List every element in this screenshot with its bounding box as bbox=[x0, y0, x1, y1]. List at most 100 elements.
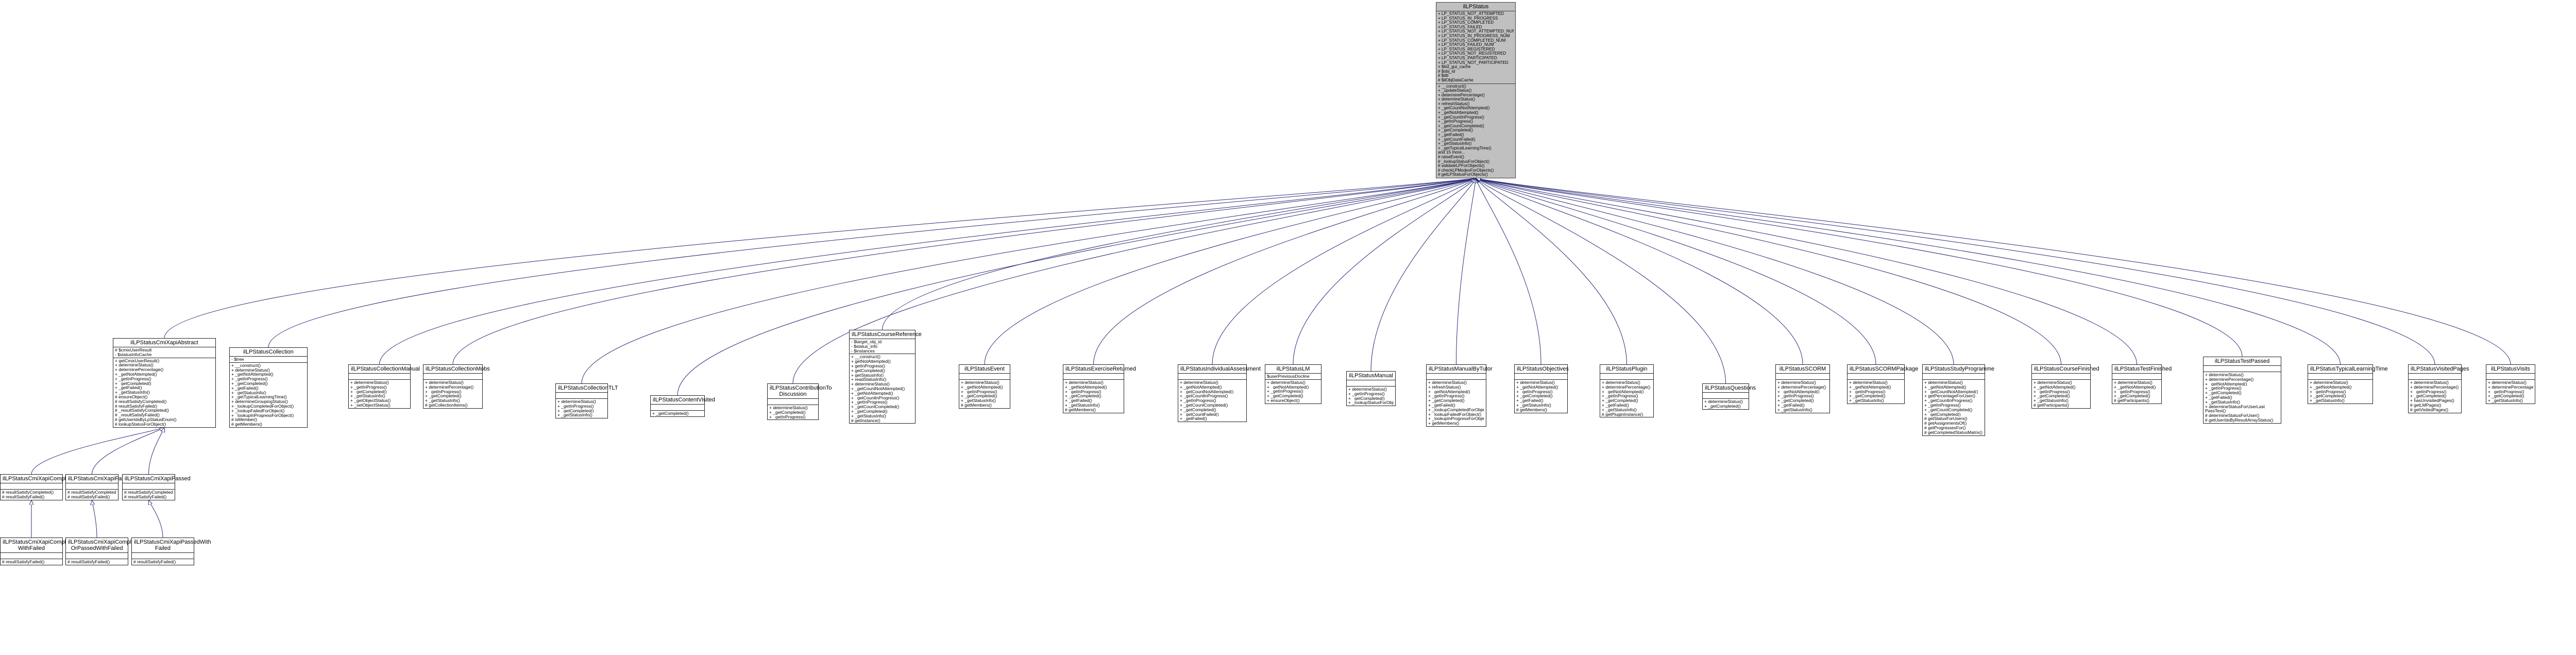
methods-item: + _getStatusInfo() bbox=[1065, 402, 1100, 408]
class-box-objectives[interactable]: ilLPStatusObjectives+ determineStatus()+… bbox=[1514, 364, 1569, 413]
class-box-testfinished[interactable]: ilLPStatusTestFinished+ determineStatus(… bbox=[2112, 364, 2172, 404]
methods: + determineStatus()+ _getNotAttempted()+… bbox=[959, 380, 1010, 408]
methods: + determineStatus()+ _getInProgress()+ _… bbox=[1347, 387, 1395, 406]
methods-item: + _lookupStatusForObject() bbox=[1348, 400, 1394, 406]
attributes bbox=[1923, 374, 1985, 380]
class-name: ilLPStatusCmiXapiAbstract bbox=[113, 339, 215, 347]
class-box-manualtutor[interactable]: ilLPStatusManualByTutor+ determineStatus… bbox=[1426, 364, 1493, 427]
attributes-item: # $obj_id bbox=[1438, 69, 1455, 74]
methods-item: + _getObjectStatus() bbox=[350, 398, 391, 403]
attributes-item: - $status_info bbox=[851, 344, 878, 349]
methods-item: + _getNotAttempted() bbox=[1267, 384, 1309, 390]
class-box-collection[interactable]: ilLPStatusCollection- $tree+ __construct… bbox=[229, 347, 308, 428]
methods-item: + _getCountNotAttempted() bbox=[1924, 389, 1978, 394]
class-box-lm[interactable]: ilLPStatusLM$userPreviousDocline+ determ… bbox=[1265, 364, 1321, 404]
methods-item: + _getInProgress() bbox=[1777, 394, 1814, 399]
methods-item: + _getCountNotAttempted() bbox=[851, 386, 905, 391]
methods-item: + _getFailed() bbox=[1065, 398, 1092, 403]
methods-item: + _getStatusInfo() bbox=[851, 413, 886, 418]
class-box-plugin[interactable]: ilLPStatusPlugin+ determineStatus()+ det… bbox=[1600, 364, 1654, 418]
methods-item: + _getCompleted() bbox=[557, 408, 594, 413]
methods-item: + determinePercentage() bbox=[1777, 384, 1826, 390]
methods-item: + _getCountInProgress() bbox=[851, 395, 900, 400]
attributes-item: # $db bbox=[1438, 74, 1449, 78]
methods-item: + _lookupInProgressForObject() bbox=[1428, 416, 1484, 422]
class-box-questions[interactable]: ilLPStatusQuestions+ determineStatus()+ … bbox=[1702, 383, 1756, 410]
attributes bbox=[66, 553, 128, 559]
methods-item: + _getInProgress() bbox=[1849, 389, 1886, 394]
attributes-item: # $cmixUserResult bbox=[115, 348, 152, 352]
methods-item: # getMembers() bbox=[231, 422, 262, 427]
methods-item: + getCmixUserResult() bbox=[115, 358, 160, 363]
class-box-contvisited[interactable]: ilLPStatusContentVisited+ _getCompleted(… bbox=[650, 395, 715, 417]
methods-item: + ensureObject() bbox=[1267, 398, 1300, 403]
class-box-coursefinished[interactable]: ilLPStatusCourseFinished+ determineStatu… bbox=[2031, 364, 2099, 409]
class-box-scormpackage[interactable]: ilLPStatusSCORMPackage + determineStatus(… bbox=[1847, 364, 1918, 404]
methods-item: # _resultSatisfyFailed() bbox=[115, 413, 160, 417]
class-box-cmixfailed[interactable]: ilLPStatusCmiXapiFailed# resultSatisfyCo… bbox=[65, 474, 130, 500]
class-box-courseref[interactable]: ilLPStatusCourseReference- $target_obj_i… bbox=[849, 330, 922, 424]
class-box-cmixapi[interactable]: ilLPStatusCmiXapiAbstract# $cmixUserResu… bbox=[113, 338, 216, 428]
class-box-testpassed[interactable]: ilLPStatusTestPassed+ determineStatus()+… bbox=[2203, 357, 2281, 424]
methods-item: + determineStatus() bbox=[1267, 380, 1306, 385]
methods: + determineStatus()+ _getNotAttempted()+… bbox=[1063, 380, 1124, 413]
attributes bbox=[1848, 374, 1904, 380]
methods: # resultSatisfyCompleted()# resultSatisf… bbox=[66, 490, 118, 500]
class-box-collmanual[interactable]: ilLPStatusCollectionManual+ determineSta… bbox=[348, 364, 420, 409]
attributes bbox=[2486, 374, 2535, 380]
methods-item: + _getCompleted() bbox=[2410, 394, 2447, 399]
class-name: ilLPStatusSCORMPackage bbox=[1848, 365, 1918, 374]
attributes bbox=[1, 553, 62, 559]
methods-item: + _getCompleted() bbox=[1267, 394, 1303, 398]
methods-item: + _getCompleted() bbox=[1516, 394, 1553, 399]
class-box-collmobs[interactable]: ilLPStatusCollectionMobs+ determineStatu… bbox=[423, 364, 490, 409]
methods-item: + _getCompleted() bbox=[769, 410, 806, 415]
methods-item: + determineStatus() bbox=[1602, 380, 1640, 385]
class-name: ilLPStatusVisits bbox=[2486, 365, 2535, 374]
class-box-manual[interactable]: ilLPStatusManual+ determineStatus()+ _ge… bbox=[1346, 371, 1396, 407]
class-box-exercise[interactable]: ilLPStatusExerciseReturned+ determineSta… bbox=[1063, 364, 1136, 413]
methods-item: + getCompleted() bbox=[851, 368, 885, 373]
methods-item: # getParticipants() bbox=[2114, 398, 2149, 403]
class-box-root[interactable]: ilLPStatus+ LP_STATUS_NOT_ATTEMPTED+ LP_… bbox=[1436, 2, 1516, 178]
class-box-studyprog[interactable]: ilLPStatusStudyProgramme+ determineStatu… bbox=[1922, 364, 1994, 436]
methods-item: + _getFailed() bbox=[1777, 402, 1805, 408]
methods-item: + _getInProgress() bbox=[961, 389, 997, 394]
methods: + determineStatus()+ _getNotAttempted() +… bbox=[1265, 380, 1321, 404]
methods-item: + _getInProgress() bbox=[1924, 402, 1961, 408]
methods-item: + _getInProgress() bbox=[557, 404, 594, 409]
methods-item: + _getStatusInfo() bbox=[1438, 142, 1472, 146]
methods-item: # getParticipants() bbox=[2033, 402, 2069, 408]
methods-item: # getMembers() bbox=[961, 402, 992, 408]
class-box-individual[interactable]: ilLPStatusIndividualAssessment+ determin… bbox=[1178, 364, 1261, 423]
class-box-scorm[interactable]: ilLPStatusSCORM+ determineStatus()+ dete… bbox=[1775, 364, 1830, 413]
methods-item: # validateLPForObjects() bbox=[1438, 164, 1485, 169]
methods-item: + _getNotAttempted() bbox=[1849, 384, 1891, 390]
attributes bbox=[2032, 374, 2090, 380]
class-box-typical[interactable]: ilLPStatusTypicalLearningTime+ determine… bbox=[2308, 364, 2388, 404]
methods: + determineStatus()+ _getNotAttempted()+… bbox=[1848, 380, 1904, 404]
methods-item: + _getCompleted() bbox=[1348, 396, 1385, 401]
attributes-item: - $tree bbox=[231, 357, 244, 362]
methods-item: # _resultSatisfyCompleted() bbox=[115, 408, 169, 413]
attributes bbox=[1427, 374, 1486, 380]
class-box-event[interactable]: ilLPStatusEvent+ determineStatus()+ _get… bbox=[959, 364, 1010, 409]
class-box-visits[interactable]: ilLPStatusVisits+ determineStatus()+ det… bbox=[2486, 364, 2535, 404]
class-box-cmixpassed[interactable]: ilLPStatusCmiXapiPassed# resultSatisfyCo… bbox=[122, 474, 191, 500]
methods-item: + _lookupFailedForObject() bbox=[1428, 412, 1482, 417]
methods-item: + _getNotAttempted() bbox=[2114, 384, 2156, 390]
class-name: ilLPStatusCollectionMobs bbox=[423, 365, 490, 374]
class-box-visitedpages[interactable]: ilLPStatusVisitedPages+ determineStatus(… bbox=[2408, 364, 2469, 413]
methods-item: + determineStatusForUserLast bbox=[2205, 404, 2265, 409]
class-box-cmixcompleted[interactable]: ilLPStatusCmiXapiCompleted# resultSatisf… bbox=[0, 474, 77, 500]
methods: + determineStatus()+ _getNotAttempted()+… bbox=[1923, 380, 1985, 435]
methods-item: # resultSatisfyFailed() bbox=[124, 494, 167, 499]
methods-item: + __construct() bbox=[1438, 84, 1466, 89]
methods-item: # resultSatisfyFailed() bbox=[133, 560, 176, 564]
class-box-colltlt[interactable]: ilLPStatusCollectionTLT+ determineStatus… bbox=[555, 383, 618, 419]
